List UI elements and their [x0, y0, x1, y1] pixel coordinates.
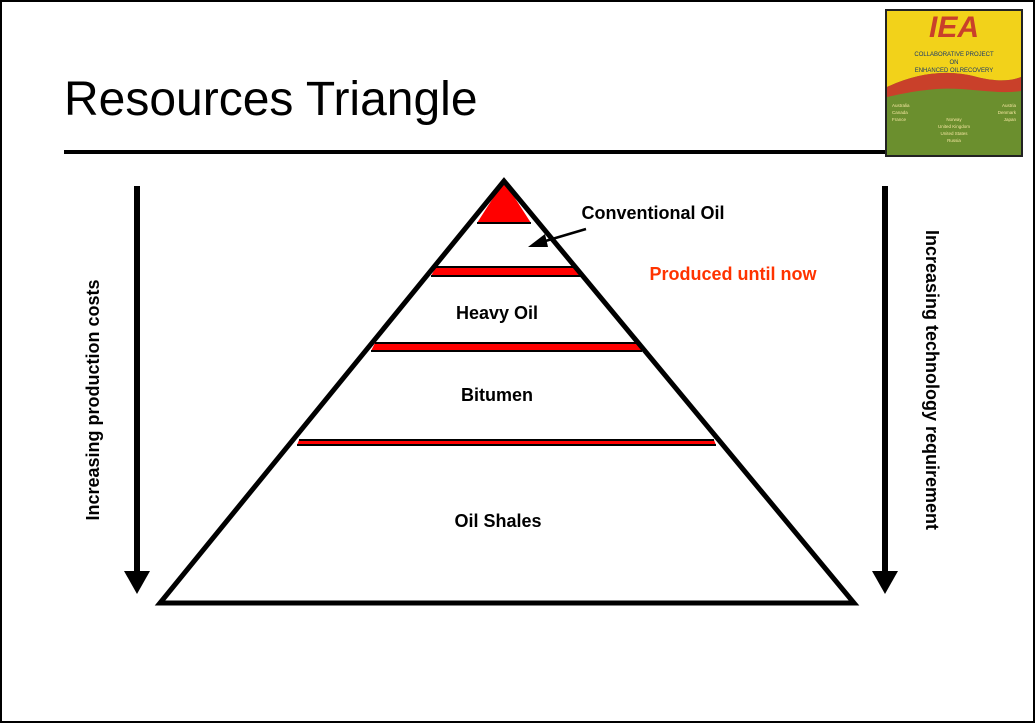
iea-logo-graphic: IEA COLLABORATIVE PROJECT ON ENHANCED OI…	[887, 11, 1021, 155]
slide-title: Resources Triangle	[64, 73, 478, 126]
left-arrow-head	[124, 571, 150, 594]
logo-country: Norway	[946, 117, 962, 122]
label-conventional-oil: Conventional Oil	[581, 203, 724, 223]
left-arrow-shaft	[134, 186, 140, 574]
logo-red-hill	[887, 72, 1021, 97]
produced-band-bitumen	[297, 440, 716, 445]
produced-band-heavy-oil	[371, 343, 642, 351]
label-heavy-oil: Heavy Oil	[456, 303, 538, 323]
logo-country: Australia	[892, 103, 910, 108]
logo-line1: COLLABORATIVE PROJECT	[914, 52, 994, 58]
right-axis-label: Increasing technology requirement	[922, 230, 942, 530]
label-oil-shales: Oil Shales	[454, 511, 541, 531]
left-axis-label: Increasing production costs	[83, 279, 103, 520]
logo-country: France	[892, 117, 907, 122]
pointer-arrow-head	[528, 234, 548, 247]
logo-country: United States	[940, 131, 968, 136]
label-bitumen: Bitumen	[461, 385, 533, 405]
produced-tip	[477, 181, 531, 223]
logo-country: United Kingdom	[938, 124, 970, 129]
logo-country: Russia	[947, 138, 961, 143]
logo-line2: ON	[950, 60, 959, 66]
logo-country: Canada	[892, 110, 908, 115]
logo-brand: IEA	[929, 11, 979, 44]
label-produced-until-now: Produced until now	[650, 264, 818, 284]
iea-logo: IEA COLLABORATIVE PROJECT ON ENHANCED OI…	[885, 9, 1023, 157]
logo-country: Austria	[1002, 103, 1017, 108]
logo-country: Japan	[1004, 117, 1017, 122]
pointer-arrow-line	[541, 227, 587, 244]
triangle-outline	[154, 177, 860, 606]
logo-line3: ENHANCED OILRECOVERY	[915, 68, 994, 74]
right-arrow-shaft	[882, 186, 888, 574]
logo-country: Denmark	[998, 110, 1017, 115]
logo-green-field	[887, 72, 1021, 155]
title-underline	[64, 150, 1022, 154]
produced-band-conventional	[431, 267, 582, 276]
right-arrow-head	[872, 571, 898, 594]
